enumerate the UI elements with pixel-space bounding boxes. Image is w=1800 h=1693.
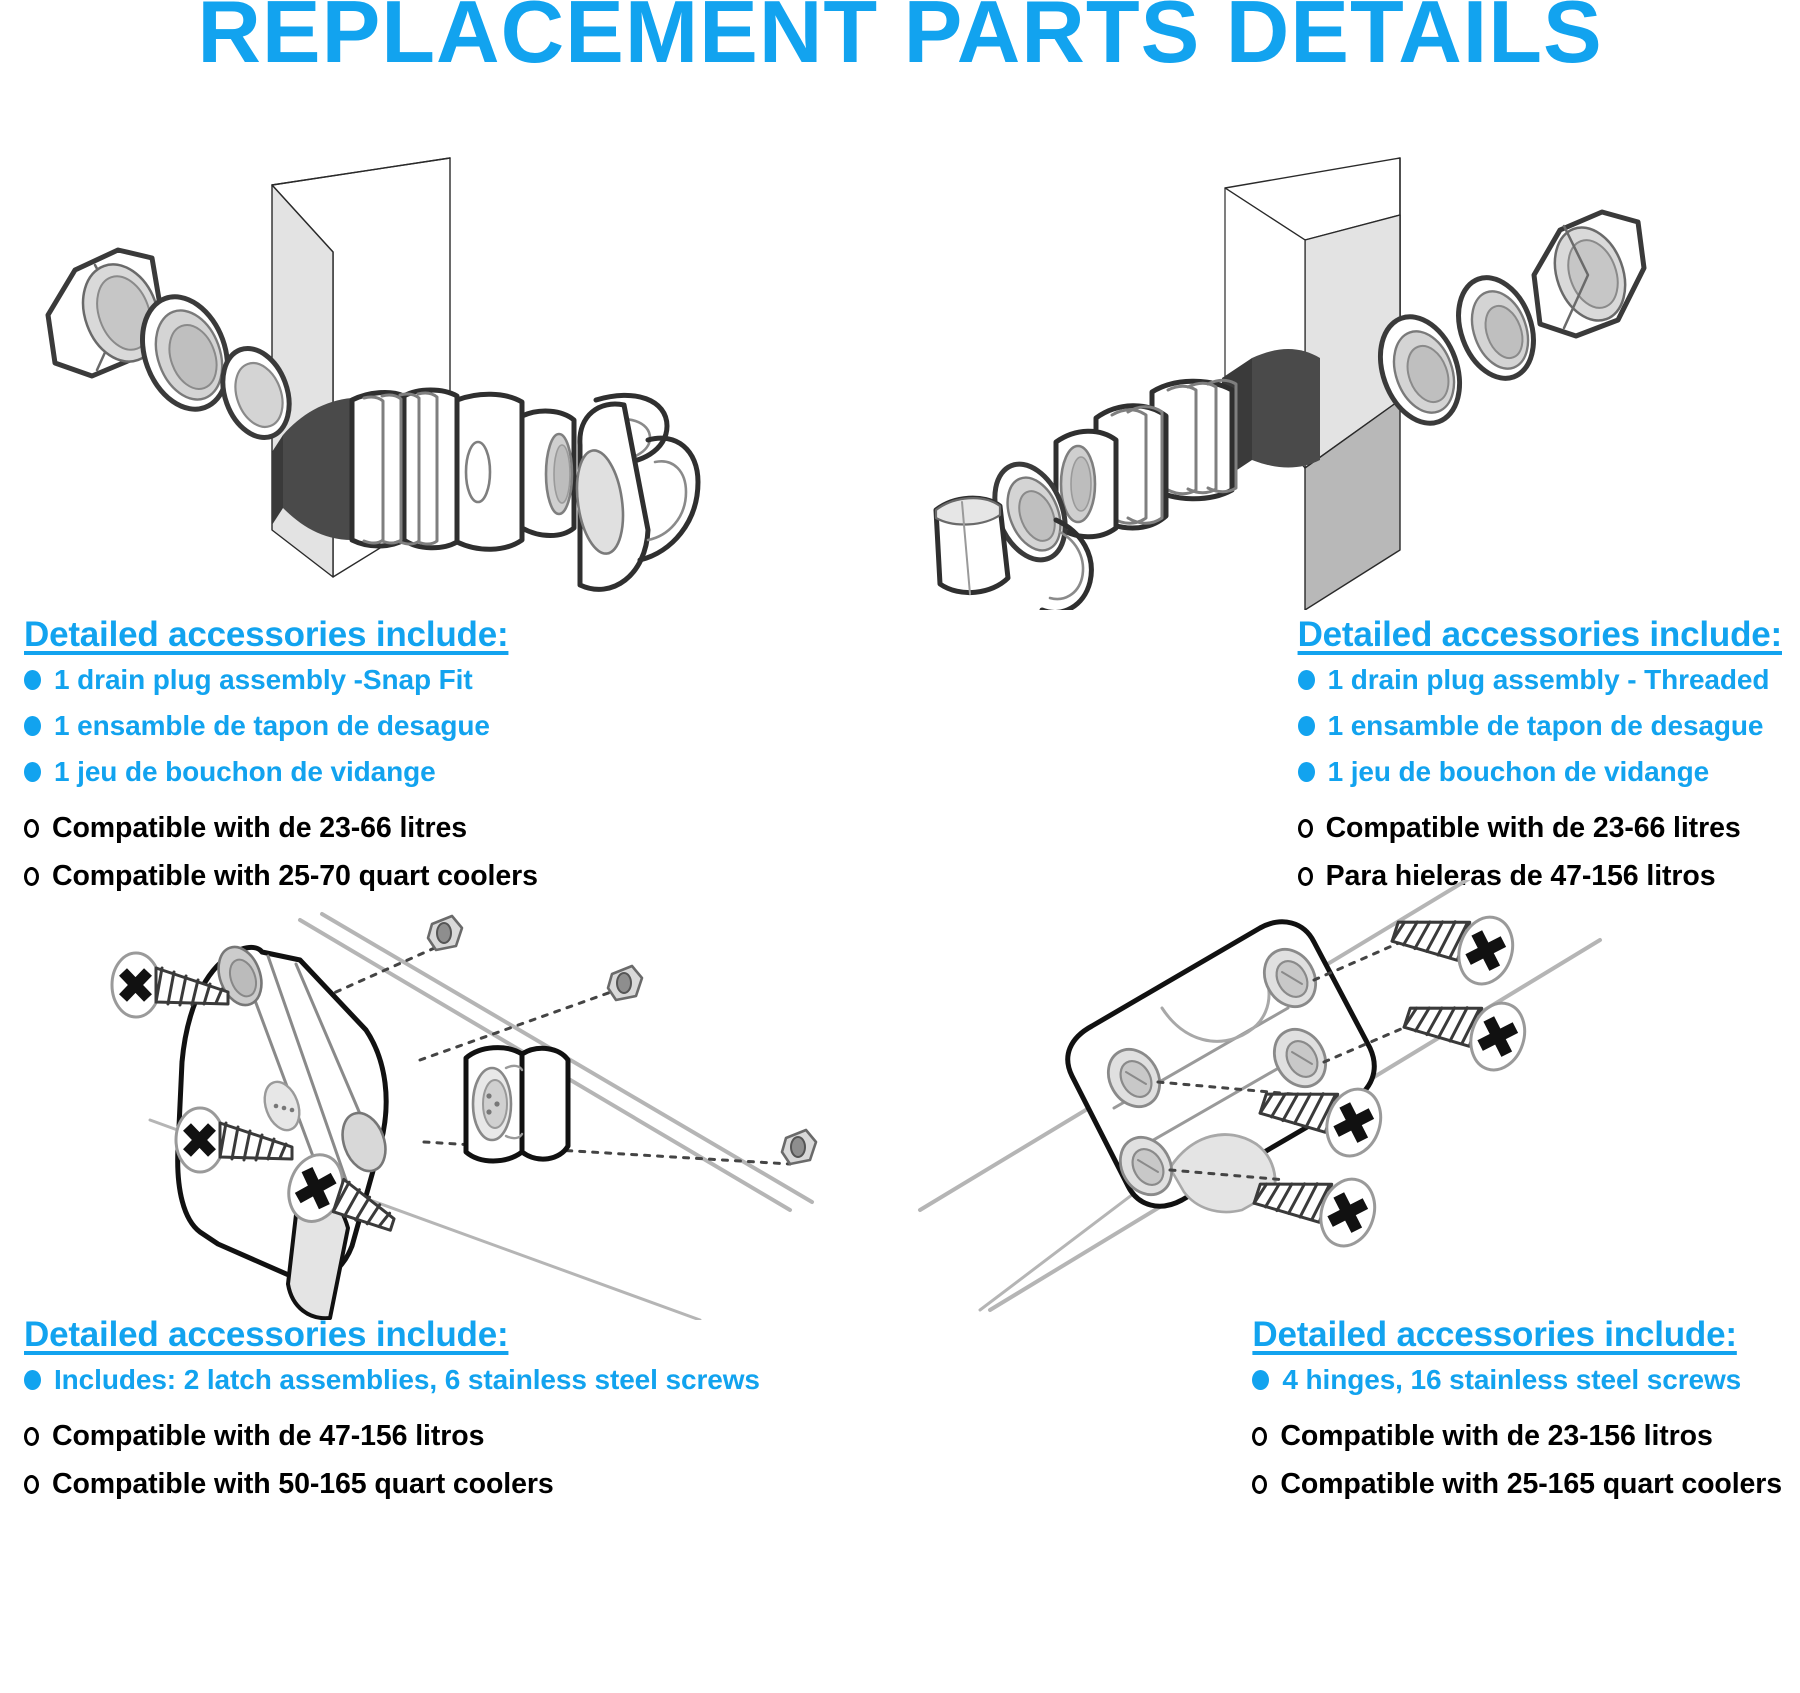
included-parts-list: 1 drain plug assembly - Threaded 1 ensam… [1297, 664, 1782, 788]
list-item-label: 1 ensamble de tapon de desague [54, 710, 490, 741]
list-item: Para hieleras de 47-156 litros [1297, 860, 1782, 893]
list-item: 1 drain plug assembly -Snap Fit [24, 664, 538, 696]
bullet-dot-icon [24, 670, 41, 690]
section-drain-plug-snap-fit: Detailed accessories include: 1 drain pl… [0, 70, 900, 892]
list-item: 1 drain plug assembly - Threaded [1297, 664, 1782, 696]
list-item: Compatible with de 23-156 litros [1252, 1420, 1782, 1453]
list-item: Compatible with de 23-66 litres [24, 812, 538, 845]
compatibility-list: Compatible with de 47-156 litros Compati… [24, 1420, 760, 1501]
list-item-label: Compatible with 25-70 quart coolers [52, 860, 538, 892]
bullet-dot-icon [1297, 670, 1315, 690]
list-item-label: Compatible with de 23-66 litres [52, 812, 468, 844]
spec-heading: Detailed accessories include: [24, 1315, 509, 1354]
list-item: 1 ensamble de tapon de desague [24, 710, 538, 742]
list-item: Compatible with 25-70 quart coolers [24, 860, 538, 893]
section-drain-plug-threaded: Detailed accessories include: 1 drain pl… [900, 70, 1800, 892]
compatibility-list: Compatible with de 23-66 litres Compatib… [24, 812, 538, 893]
section-latch-assembly: Detailed accessories include: Includes: … [0, 880, 900, 1693]
bullet-ring-icon [24, 1475, 39, 1494]
illustration-hinge-assembly [900, 880, 1800, 1320]
bullet-dot-icon [24, 716, 41, 736]
list-item: 1 jeu de bouchon de vidange [1297, 756, 1782, 788]
bullet-ring-icon [1297, 867, 1313, 886]
spec-block-drain-plug-snap-fit: Detailed accessories include: 1 drain pl… [24, 615, 538, 908]
list-item-label: 1 jeu de bouchon de vidange [1327, 756, 1710, 787]
list-item-label: 1 drain plug assembly -Snap Fit [54, 664, 473, 695]
list-item: Compatible with de 23-66 litres [1297, 812, 1782, 845]
bullet-dot-icon [24, 762, 41, 782]
spec-heading: Detailed accessories include: [1252, 1315, 1737, 1354]
bullet-ring-icon [24, 819, 39, 838]
spec-block-drain-plug-threaded: Detailed accessories include: 1 drain pl… [900, 615, 1800, 908]
bullet-dot-icon [1297, 716, 1315, 736]
bullet-ring-icon [24, 867, 39, 886]
list-item-label: 1 ensamble de tapon de desague [1327, 710, 1764, 741]
compatibility-list: Compatible with de 23-66 litres Para hie… [1297, 812, 1782, 893]
list-item-label: Compatible with de 47-156 litros [52, 1420, 485, 1452]
bullet-ring-icon [1252, 1427, 1268, 1446]
illustration-latch-assembly [0, 880, 900, 1320]
list-item-label: Para hieleras de 47-156 litros [1325, 860, 1716, 892]
illustration-drain-plug-snap-fit [0, 70, 900, 610]
bullet-ring-icon [24, 1427, 39, 1446]
list-item: Compatible with 25-165 quart coolers [1252, 1468, 1782, 1501]
list-item: Compatible with 50-165 quart coolers [24, 1468, 760, 1501]
included-parts-list: 1 drain plug assembly -Snap Fit 1 ensamb… [24, 664, 538, 788]
illustration-drain-plug-threaded [900, 70, 1800, 610]
list-item-label: Compatible with 25-165 quart coolers [1280, 1468, 1782, 1500]
spec-heading: Detailed accessories include: [1297, 615, 1783, 654]
bullet-ring-icon [1297, 819, 1313, 838]
spec-block-latch-assembly: Detailed accessories include: Includes: … [24, 1315, 760, 1516]
list-item-label: 1 jeu de bouchon de vidange [54, 756, 436, 787]
list-item: 1 ensamble de tapon de desague [1297, 710, 1782, 742]
list-item-label: Compatible with 50-165 quart coolers [52, 1468, 554, 1500]
spec-block-hinge-assembly: Detailed accessories include: 4 hinges, … [900, 1315, 1800, 1516]
bullet-dot-icon [24, 1370, 41, 1390]
list-item-label: Compatible with de 23-66 litres [1325, 812, 1741, 844]
list-item-label: 4 hinges, 16 stainless steel screws [1282, 1364, 1742, 1395]
included-parts-list: 4 hinges, 16 stainless steel screws [1252, 1364, 1782, 1396]
list-item-label: Compatible with de 23-156 litros [1280, 1420, 1713, 1452]
bullet-ring-icon [1252, 1475, 1268, 1494]
included-parts-list: Includes: 2 latch assemblies, 6 stainles… [24, 1364, 760, 1396]
list-item: Includes: 2 latch assemblies, 6 stainles… [24, 1364, 760, 1396]
section-hinge-assembly: Detailed accessories include: 4 hinges, … [900, 880, 1800, 1693]
compatibility-list: Compatible with de 23-156 litros Compati… [1252, 1420, 1782, 1501]
page-title: REPLACEMENT PARTS DETAILS [197, 0, 1603, 81]
spec-heading: Detailed accessories include: [24, 615, 509, 654]
list-item-label: 1 drain plug assembly - Threaded [1327, 664, 1770, 695]
list-item: 4 hinges, 16 stainless steel screws [1252, 1364, 1782, 1396]
list-item-label: Includes: 2 latch assemblies, 6 stainles… [54, 1364, 760, 1395]
bullet-dot-icon [1252, 1370, 1270, 1390]
bullet-dot-icon [1297, 762, 1315, 782]
list-item: Compatible with de 47-156 litros [24, 1420, 760, 1453]
list-item: 1 jeu de bouchon de vidange [24, 756, 538, 788]
